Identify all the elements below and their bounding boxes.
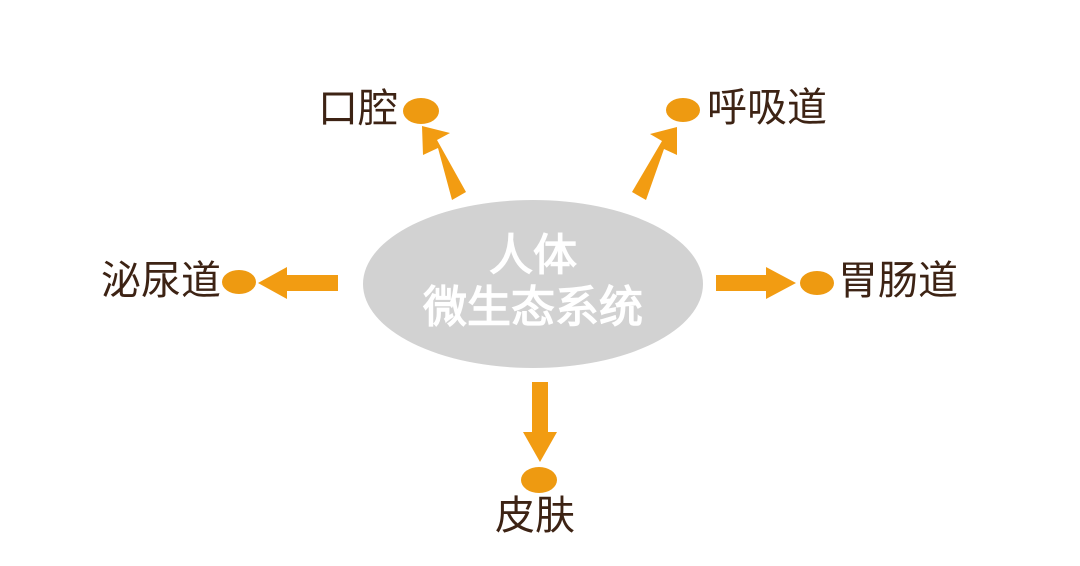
arrow-to-skin bbox=[523, 382, 557, 462]
arrow-to-oral bbox=[422, 126, 466, 200]
dot-respiratory bbox=[666, 98, 700, 122]
label-respiratory: 呼吸道 bbox=[707, 85, 827, 131]
arrow-to-respiratory bbox=[632, 127, 677, 200]
center-ellipse bbox=[363, 200, 703, 368]
dot-skin bbox=[521, 467, 557, 493]
center-title-line1: 人体 bbox=[489, 230, 577, 281]
label-urinary: 泌尿道 bbox=[101, 258, 221, 304]
arrow-to-urinary bbox=[258, 267, 338, 299]
dot-oral bbox=[403, 98, 439, 124]
dot-gut bbox=[800, 271, 834, 295]
arrow-to-gut bbox=[716, 267, 796, 299]
label-skin: 皮肤 bbox=[495, 493, 575, 539]
label-oral: 口腔 bbox=[318, 86, 398, 132]
dot-urinary bbox=[222, 270, 256, 294]
center-title-line2: 微生态系统 bbox=[422, 282, 643, 333]
label-gut: 胃肠道 bbox=[838, 258, 958, 304]
